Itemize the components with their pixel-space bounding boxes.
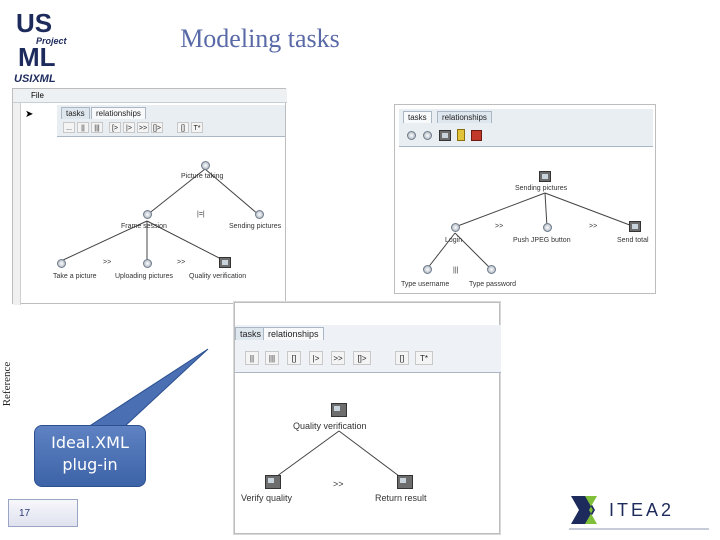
node-a1-right[interactable]: Type username [401,281,450,288]
task-icon-left-front[interactable] [265,475,281,489]
tool-2[interactable]: ||| [91,122,103,133]
tab-tasks[interactable]: tasks [61,107,90,119]
task-icon-right-front[interactable] [397,475,413,489]
node-right-front[interactable]: Return result [375,493,427,503]
task-icon-left-a[interactable] [57,259,66,268]
tool-icon-5[interactable] [471,130,482,141]
task-icon-left[interactable] [143,210,152,219]
tool-7[interactable]: [] [177,122,189,133]
node-left-a[interactable]: Take a picture [53,273,97,280]
front-tool-3[interactable]: |> [309,351,323,365]
node-c-right[interactable]: Send total [617,237,649,244]
operator-bc: >> [177,259,186,266]
task-icon-a-right[interactable] [451,223,460,232]
front-tool-4[interactable]: >> [331,351,345,365]
tab-relationships[interactable]: relationships [91,107,146,119]
node-b-right[interactable]: Push JPEG button [513,237,571,244]
screenshot-left: File ➤ tasks relationships ... || ||| [>… [12,88,287,305]
operator-root: |=| [197,211,205,218]
task-tree-lines [60,168,260,262]
tool-6[interactable]: []> [151,122,163,133]
left-gutter [13,103,21,305]
operator-ab-right: >> [495,223,504,230]
menubar: File [13,89,287,103]
logo-line1: US [16,8,52,38]
front-tool-6[interactable]: [] [395,351,409,365]
slide-title: Modeling tasks [180,24,340,53]
callout-bubble: Ideal.XML plug-in [34,425,146,487]
operator-a12-right: ||| [453,267,459,274]
computer-task-icon[interactable] [219,257,231,268]
node-root[interactable]: Picture taking [181,173,224,180]
itea2-text: ITEA2 [609,500,674,520]
file-menu[interactable]: File [31,91,44,100]
tabbar-right: tasks relationships [399,109,653,147]
node-left-c[interactable]: Quality verification [189,273,247,280]
node-root-right[interactable]: Sending pictures [515,185,568,192]
front-tool-5[interactable]: []> [353,351,371,365]
task-icon-root-right[interactable] [539,171,551,182]
tab-relationships-right[interactable]: relationships [437,111,492,123]
node-left-b[interactable]: Uploading pictures [115,273,173,280]
tool-3[interactable]: [> [109,122,121,133]
node-left-front[interactable]: Verify quality [241,493,293,503]
front-tool-0[interactable]: || [245,351,259,365]
tabbar: tasks relationships ... || ||| [> |> >> … [57,105,285,137]
task-icon-root[interactable] [201,161,210,170]
usixml-logo: US Project ML USIXML [8,6,88,86]
operator-ab: >> [103,259,112,266]
tool-icon-2[interactable] [423,131,432,140]
tool-icon-1[interactable] [407,131,416,140]
front-tool-2[interactable]: [] [287,351,301,365]
node-left[interactable]: Frame session [121,223,167,230]
node-right[interactable]: Sending pictures [229,223,282,230]
tab-tasks-right[interactable]: tasks [403,111,432,123]
side-label: Reference [1,361,13,407]
task-icon-c-right[interactable] [629,221,641,232]
tool-5[interactable]: >> [137,122,149,133]
node-root-front[interactable]: Quality verification [293,421,367,431]
itea2-logo: ITEA2 [565,488,715,532]
tool-4[interactable]: |> [123,122,135,133]
logo-line2: Project [36,36,68,46]
front-tool-7[interactable]: T* [415,351,433,365]
logo-line4: USIXML [14,73,56,85]
tool-8[interactable]: T* [191,122,203,133]
tabbar-front: tasks relationships || ||| [] |> >> []> … [235,325,501,373]
node-a2-right[interactable]: Type password [469,281,517,288]
task-tree-lines-front [272,430,404,480]
tool-1[interactable]: || [77,122,89,133]
callout-pointer [86,348,209,428]
logo-line3: ML [18,42,56,72]
cursor-tool-icon[interactable]: ➤ [25,109,34,120]
operator-front: >> [333,479,344,489]
task-icon-b-right[interactable] [543,223,552,232]
task-tree-lines-right [426,192,636,270]
task-icon-left-b[interactable] [143,259,152,268]
task-icon-a1-right[interactable] [423,265,432,274]
tab-relationships-front[interactable]: relationships [263,327,324,340]
tool-icon-3[interactable] [439,130,451,141]
screenshot-front: tasks relationships || ||| [] |> >> []> … [234,302,501,534]
screenshot-right: tasks relationships Sending pictures Log… [394,104,656,294]
tool-0[interactable]: ... [63,122,75,133]
task-icon-right[interactable] [255,210,264,219]
tool-icon-4[interactable] [457,129,465,141]
page-number: 17 [8,499,78,527]
front-tool-1[interactable]: ||| [265,351,279,365]
task-icon-a2-right[interactable] [487,265,496,274]
task-icon-root-front[interactable] [331,403,347,417]
node-a-right[interactable]: Login [445,237,463,244]
operator-bc-right: >> [589,223,598,230]
